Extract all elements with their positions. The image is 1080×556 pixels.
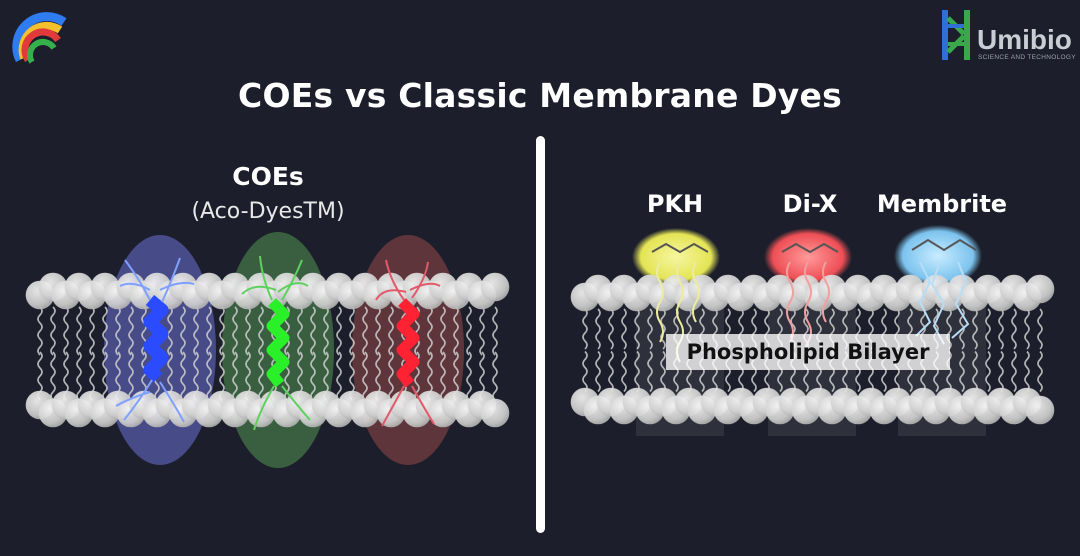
red-coe-molecule <box>375 259 441 427</box>
lipid-tail <box>349 306 355 356</box>
umibio-logo-icon <box>942 10 970 60</box>
lipid-tail <box>634 350 640 393</box>
coes-subtitle: (Aco-DyesTM) <box>191 199 345 224</box>
lipid-tail <box>50 351 56 401</box>
lipid-tail <box>128 351 134 401</box>
blue-coe-molecule <box>115 257 195 423</box>
umibio-brand-name: Umibio <box>977 24 1072 55</box>
lipid-tail <box>985 308 991 350</box>
lipid-tail <box>128 306 134 356</box>
lipid-tail <box>1011 308 1017 350</box>
umibio-brand-tagline: SCIENCE AND TECHNOLOGY <box>978 54 1076 61</box>
coes-title: COEs <box>232 162 304 191</box>
lipid-tail <box>972 308 978 350</box>
lipid-tail <box>479 306 485 356</box>
green-coe-molecule <box>241 255 311 431</box>
lipid-head <box>480 398 510 428</box>
lipid-tail <box>206 306 212 356</box>
app-logo-icon <box>12 12 67 64</box>
lipid-tail <box>245 306 251 356</box>
lipid-tail <box>647 350 653 393</box>
lipid-tail <box>466 306 472 356</box>
lipid-tail <box>582 350 588 393</box>
lipid-tail <box>76 351 82 401</box>
lipid-tail <box>1037 350 1043 393</box>
lipid-tail <box>180 306 186 356</box>
membrite-label: Membrite <box>876 190 1008 218</box>
lipid-head <box>480 272 510 302</box>
dix-label: Di-X <box>782 190 838 218</box>
lipid-head <box>1025 274 1055 304</box>
lipid-tail <box>258 351 264 401</box>
pkh-label: PKH <box>646 190 704 218</box>
lipid-tail <box>89 306 95 356</box>
membrite-molecule <box>911 238 977 345</box>
lipid-tail <box>297 306 303 356</box>
lipid-tail <box>388 351 394 401</box>
lipid-tail <box>336 351 342 401</box>
lipid-tail <box>102 306 108 356</box>
lipid-tail <box>76 306 82 356</box>
lipid-tail <box>595 350 601 393</box>
lipid-tail <box>258 306 264 356</box>
lipid-tail <box>492 351 498 401</box>
lipid-tail <box>660 308 666 350</box>
lipid-tail <box>453 306 459 356</box>
lipid-tail <box>660 350 666 393</box>
lipid-tail <box>193 306 199 356</box>
lipid-head <box>1025 395 1055 425</box>
lipid-tail <box>621 350 627 393</box>
lipid-tail <box>1011 350 1017 393</box>
lipid-tail <box>50 306 56 356</box>
lipid-tail <box>167 306 173 356</box>
lipid-tail <box>388 306 394 356</box>
lipid-tail <box>985 350 991 393</box>
lipid-tail <box>608 350 614 393</box>
lipid-tail <box>375 306 381 356</box>
lipid-tail <box>595 308 601 350</box>
lipid-tail <box>1024 350 1030 393</box>
lipid-tail <box>647 308 653 350</box>
lipid-tail <box>440 306 446 356</box>
lipid-tail <box>427 306 433 356</box>
lipid-tail <box>582 308 588 350</box>
lipid-tail <box>219 306 225 356</box>
lipid-tail <box>362 351 368 401</box>
lipid-tail <box>115 306 121 356</box>
lipid-tail <box>232 351 238 401</box>
lipid-tail <box>440 351 446 401</box>
lipid-tail <box>180 351 186 401</box>
page-title: COEs vs Classic Membrane Dyes <box>238 76 842 115</box>
pkh-glow <box>632 228 720 286</box>
lipid-tail <box>608 308 614 350</box>
lipid-tail <box>37 306 43 356</box>
lipid-tail <box>492 306 498 356</box>
lipid-tail <box>310 351 316 401</box>
right-lipid-bilayer <box>570 274 1055 425</box>
lipid-tail <box>621 308 627 350</box>
lipid-tail <box>362 306 368 356</box>
lipid-tail <box>310 306 316 356</box>
panel-divider <box>536 136 545 533</box>
lipid-tail <box>998 308 1004 350</box>
lipid-tail <box>634 308 640 350</box>
lipid-tail <box>232 306 238 356</box>
lipid-tail <box>102 351 108 401</box>
lipid-tail <box>1024 308 1030 350</box>
lipid-tail <box>206 351 212 401</box>
lipid-tail <box>972 350 978 393</box>
lipid-tail <box>466 351 472 401</box>
phospholipid-bilayer-label: Phospholipid Bilayer <box>666 334 950 370</box>
lipid-tail <box>1037 308 1043 350</box>
lipid-tail <box>323 306 329 356</box>
lipid-tail <box>63 306 69 356</box>
lipid-tail <box>959 350 965 393</box>
lipid-tail <box>998 350 1004 393</box>
lipid-tail <box>336 306 342 356</box>
